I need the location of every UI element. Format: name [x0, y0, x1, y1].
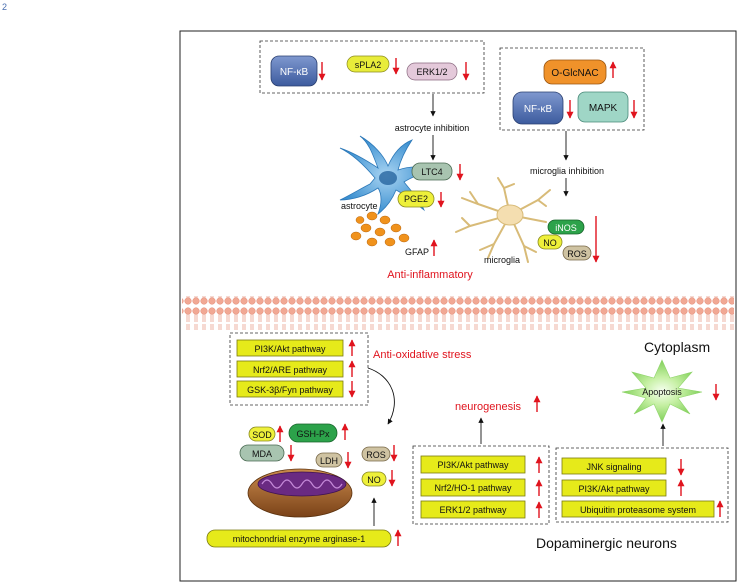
- pathway-item: [420, 478, 526, 497]
- top-right-signal-box: O-GlcNAC NF-κB MAPK: [499, 47, 645, 131]
- dopaminergic-label: Dopaminergic neurons: [536, 535, 677, 551]
- pathway-label: PI3K/Akt pathway: [578, 484, 650, 494]
- pathway-label: Nrf2/HO-1 pathway: [434, 483, 512, 493]
- anti-inflammatory-label: Anti-inflammatory: [387, 269, 473, 281]
- no-node: [537, 234, 563, 250]
- pathway-label: GSK-3β/Fyn pathway: [247, 385, 333, 395]
- pge2-node: [397, 190, 435, 208]
- ldh-node: [315, 452, 343, 468]
- cytoplasm-label: Cytoplasm: [644, 339, 710, 355]
- arginase-node: [206, 529, 392, 548]
- pathway-label: JNK signaling: [586, 462, 641, 472]
- pathway-item: [561, 457, 667, 475]
- apoptosis-pathway-box: JNK signaling PI3K/Akt pathway Ubiquitin…: [555, 447, 729, 523]
- apoptosis-burst: [621, 359, 703, 423]
- pathway-item: [420, 500, 526, 519]
- ltc4-label: LTC4: [421, 167, 442, 177]
- apoptosis-label: Apoptosis: [642, 387, 682, 397]
- neurogenesis-label: neurogenesis: [455, 401, 522, 413]
- no-label-2: NO: [367, 475, 381, 485]
- pathway-item: [561, 479, 667, 497]
- connector-arrow: [367, 367, 395, 425]
- erk-node: [406, 62, 458, 81]
- nfkb-label: NF-κB: [280, 67, 309, 78]
- gfap-label: GFAP: [405, 247, 429, 257]
- inos-label: iNOS: [555, 223, 577, 233]
- astrocyte-inhibition-label: astrocyte inhibition: [395, 123, 470, 133]
- mda-node: [239, 444, 285, 462]
- oglcnac-label: O-GlcNAC: [551, 68, 598, 79]
- sod-node: [248, 426, 276, 442]
- no-node-2: [361, 471, 387, 487]
- ros-node: [562, 245, 592, 261]
- oglcnac-node: [543, 59, 607, 85]
- nfkb-node: [270, 55, 318, 87]
- pathway-label: Ubiquitin proteasome system: [580, 505, 696, 515]
- pathway-label: ERK1/2 pathway: [439, 505, 507, 515]
- pathway-label: PI3K/Akt pathway: [254, 344, 326, 354]
- pathway-item: [236, 360, 344, 378]
- cell-membrane: [182, 296, 734, 330]
- pathway-label: PI3K/Akt pathway: [437, 460, 509, 470]
- ldh-label: LDH: [320, 456, 338, 466]
- pathway-item: [420, 455, 526, 474]
- sod-label: SOD: [252, 430, 272, 440]
- no-label: NO: [543, 238, 557, 248]
- pathway-item: [236, 339, 344, 357]
- pathway-item: [236, 380, 344, 398]
- pathway-label: Nrf2/ARE pathway: [253, 365, 328, 375]
- pge2-label: PGE2: [404, 194, 428, 204]
- nfkb-label-2: NF-κB: [524, 104, 553, 115]
- microglia-inhibition-label: microglia inhibition: [530, 166, 604, 176]
- neurogenesis-pathway-box: PI3K/Akt pathway Nrf2/HO-1 pathway ERK1/…: [412, 445, 550, 525]
- gsh-node: [288, 423, 338, 443]
- mda-label: MDA: [252, 449, 272, 459]
- corner-mark: 2: [2, 2, 7, 12]
- mapk-node: [577, 91, 629, 123]
- arginase-label: mitochondrial enzyme arginase-1: [233, 534, 366, 544]
- oxidative-pathway-box: PI3K/Akt pathway Nrf2/ARE pathway GSK-3β…: [229, 332, 369, 406]
- microglia-label: microglia: [484, 255, 520, 265]
- spla2-label: sPLA2: [355, 60, 382, 70]
- astrocyte-label: astrocyte: [341, 201, 378, 211]
- mapk-label: MAPK: [589, 103, 618, 114]
- ros-node-2: [361, 446, 391, 462]
- inos-node: [547, 219, 585, 235]
- microglia-body: [496, 204, 524, 226]
- pathway-item: [561, 500, 715, 518]
- anti-oxidative-label: Anti-oxidative stress: [373, 349, 472, 361]
- gfap-particles: [350, 211, 410, 247]
- ltc4-node: [411, 162, 453, 181]
- ros-label-2: ROS: [366, 450, 386, 460]
- nfkb-node-2: [512, 91, 564, 125]
- spla2-node: [346, 55, 390, 73]
- mitochondrion: [247, 468, 353, 518]
- top-left-signal-box: NF-κB sPLA2 ERK1/2: [259, 40, 485, 94]
- ros-label: ROS: [567, 249, 587, 259]
- erk-label: ERK1/2: [416, 67, 447, 77]
- gsh-label: GSH-Px: [296, 429, 330, 439]
